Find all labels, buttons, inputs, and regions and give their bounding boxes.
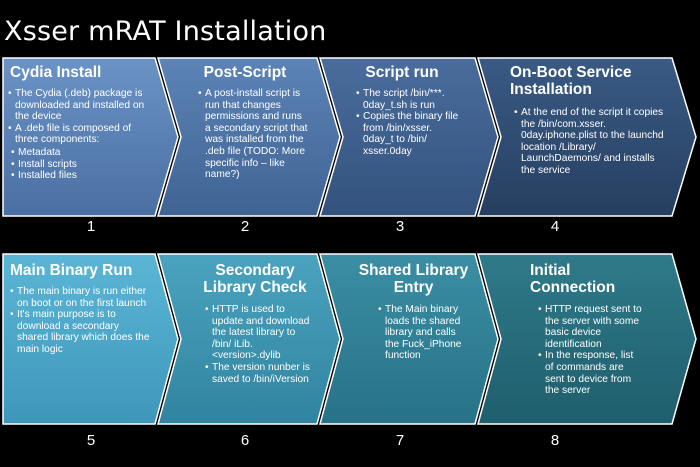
step-7-title: Shared Library Entry [358,262,469,296]
step-3-title: Script run [365,64,439,81]
step-3-body: The script /bin/***. 0day_t.sh is run Co… [356,88,464,158]
step-4-bullet: At the end of the script it copies the /… [514,107,664,177]
step-7-bullet: The Main binary loads the shared library… [378,304,470,362]
step-1-sub-bullet: Metadata [11,147,146,159]
step-5-bullet: It's main purpose is to download a secon… [10,309,150,355]
step-1-sub-bullet: Install scripts [11,159,146,171]
step-3-bullet: The script /bin/***. 0day_t.sh is run [356,88,464,111]
step-2-title: Post-Script [203,64,287,81]
step-1-bullet: The Cydia (.deb) package is downloaded a… [8,88,146,123]
step-7-number: 7 [395,432,405,449]
step-5-title: Main Binary Run [10,262,133,279]
step-6-title: Secondary Library Check [203,262,307,296]
step-1-bullet: A .deb file is composed of three compone… [8,123,146,146]
step-3-bullet: Copies the binary file from /bin/xsser. … [356,111,464,157]
step-6-number: 6 [240,432,250,449]
step-2-body: A post-install script is run that change… [198,88,308,181]
step-4-number: 4 [550,218,560,235]
step-8-title: Initial Connection [530,262,616,296]
step-8-number: 8 [550,432,560,449]
step-1-body: The Cydia (.deb) package is downloaded a… [8,88,146,182]
step-3-number: 3 [395,218,405,235]
step-1-sub-bullet: Installed files [11,170,146,182]
step-8-bullet: In the response, list of commands are se… [538,350,642,396]
step-8-body: HTTP request sent to the server with som… [538,304,642,397]
step-4-title: On-Boot Service Installation [510,64,632,98]
step-7-body: The Main binary loads the shared library… [378,304,470,362]
step-6-bullet: HTTP is used to update and download the … [205,304,315,362]
step-1-title: Cydia Install [10,64,102,81]
step-2-number: 2 [240,218,250,235]
step-5-bullet: The main binary is run either on boot or… [10,286,150,309]
step-2-bullet: A post-install script is run that change… [198,88,308,181]
step-4-body: At the end of the script it copies the /… [514,107,664,177]
step-6-bullet: The version nunber is saved to /bin/iVer… [205,362,315,385]
diagram-title: Xsser mRAT Installation [4,16,327,47]
step-6-body: HTTP is used to update and download the … [205,304,315,385]
step-5-body: The main binary is run either on boot or… [10,286,150,356]
step-8-bullet: HTTP request sent to the server with som… [538,304,642,350]
step-1-number: 1 [86,218,96,235]
step-5-number: 5 [86,432,96,449]
